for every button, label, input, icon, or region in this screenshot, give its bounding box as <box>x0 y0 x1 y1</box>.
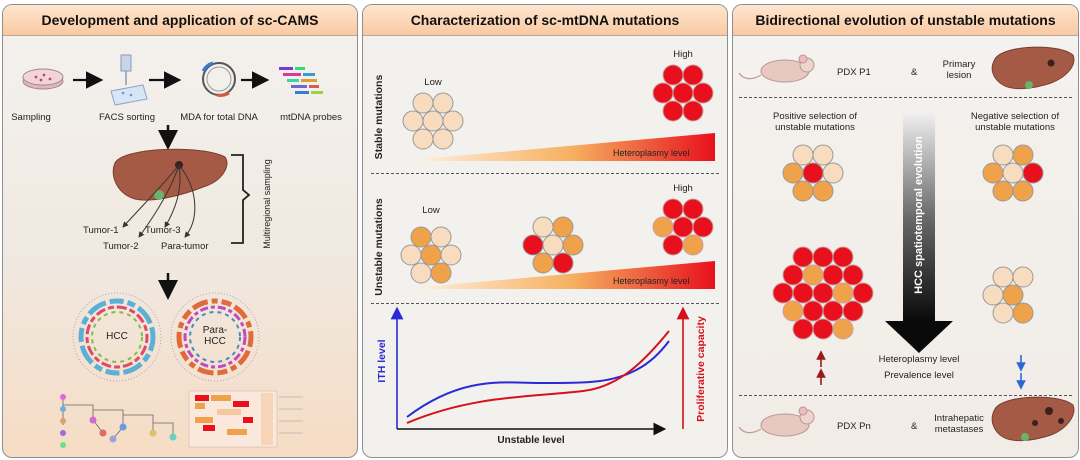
petri-dish-icon <box>22 68 64 90</box>
ampersand-top: & <box>911 67 918 78</box>
cluster-unstable-low <box>400 226 462 284</box>
evolution-graphics <box>738 46 1075 442</box>
unstable-heteroplasmy-wedge <box>399 261 715 289</box>
positive-selection-label: Positive selection of unstable mutations <box>773 111 857 133</box>
plot-ylabel-proliferative: Proliferative capacity <box>695 316 707 422</box>
stable-low-label: Low <box>424 77 442 88</box>
cluster-negative-top <box>982 144 1044 202</box>
cluster-stable-high <box>652 64 714 122</box>
intrahepatic-metastases-label: Intrahepatic metastases <box>934 413 984 435</box>
liver-icon <box>991 46 1075 90</box>
step-sampling: Sampling <box>11 112 51 123</box>
panel-evolution: Bidirectional evolution of unstable muta… <box>732 4 1079 458</box>
circos-label-hcc: HCC <box>106 331 128 342</box>
negative-selection-label: Negative selection of unstable mutations <box>970 111 1060 133</box>
multiregional-sampling-label: Multiregional sampling <box>262 159 272 249</box>
mouse-icon-bottom <box>738 406 815 437</box>
heteroplasmy-level-label: Heteroplasmy level <box>878 354 960 365</box>
sample-para-tumor: Para-tumor <box>161 241 209 252</box>
cluster-positive-top <box>782 144 844 202</box>
divider-bottom <box>739 395 1072 396</box>
spatiotemporal-arrow-icon <box>885 113 953 353</box>
liver-icon <box>112 148 228 201</box>
liver-metastases-icon <box>991 396 1075 442</box>
panel-evolution-title: Bidirectional evolution of unstable muta… <box>733 5 1078 36</box>
unstable-low-label: Low <box>422 205 440 216</box>
development-graphics <box>22 54 323 448</box>
step-facs-sorting: FACS sorting <box>99 112 155 123</box>
circos-hcc-icon <box>72 292 162 382</box>
sorter-icon <box>110 54 148 106</box>
tree-icon <box>60 394 177 448</box>
primary-lesion-label: Primary lesion <box>942 59 976 81</box>
pdx-pn-label: PDX Pn <box>837 421 871 432</box>
stable-row-label: Stable mutations <box>373 74 385 160</box>
plot-xlabel: Unstable level <box>497 435 565 446</box>
pdx-p1-label: PDX P1 <box>837 67 871 78</box>
stable-high-label: High <box>673 49 693 60</box>
mouse-icon <box>738 54 815 83</box>
divider-top <box>739 97 1072 98</box>
step-mtdna-probes: mtDNA probes <box>280 112 342 123</box>
characterization-graphics <box>390 64 715 436</box>
dna-circle-icon <box>201 61 236 97</box>
plot-ylabel-ith: ITH level <box>376 339 388 383</box>
heatmap-icon <box>188 390 303 448</box>
unstable-row-label: Unstable mutations <box>373 198 385 296</box>
unstable-high-label: High <box>673 183 693 194</box>
prevalence-level-label: Prevalence level <box>884 370 954 381</box>
step-mda: MDA for total DNA <box>180 112 258 123</box>
circos-para-hcc-icon <box>170 292 260 382</box>
cluster-stable-low <box>402 92 464 150</box>
cluster-unstable-mid <box>522 216 584 274</box>
circos-label-para-hcc: Para-HCC <box>202 325 228 347</box>
spatiotemporal-arrow-label: HCC spatiotemporal evolution <box>913 136 925 294</box>
ith-plot <box>390 306 690 436</box>
panel-characterization-title: Characterization of sc-mtDNA mutations <box>363 5 727 36</box>
sample-tumor-1: Tumor-1 <box>83 225 119 236</box>
panel-development: Development and application of sc-CAMS <box>2 4 358 458</box>
stable-heteroplasmy-label: Heteroplasmy level <box>613 148 690 158</box>
panel-characterization: Characterization of sc-mtDNA mutations <box>362 4 728 458</box>
cluster-unstable-high <box>652 198 714 256</box>
unstable-heteroplasmy-label: Heteroplasmy level <box>613 276 690 286</box>
cluster-positive-bottom <box>772 246 874 340</box>
divider-1 <box>371 173 719 174</box>
panel-development-title: Development and application of sc-CAMS <box>3 5 357 36</box>
sample-tumor-2: Tumor-2 <box>103 241 139 252</box>
stable-heteroplasmy-wedge <box>399 133 715 161</box>
sample-tumor-3: Tumor-3 <box>145 225 181 236</box>
cluster-negative-bottom <box>982 266 1034 324</box>
probes-icon <box>279 67 323 94</box>
divider-2 <box>371 303 719 304</box>
ampersand-bottom: & <box>911 421 918 432</box>
